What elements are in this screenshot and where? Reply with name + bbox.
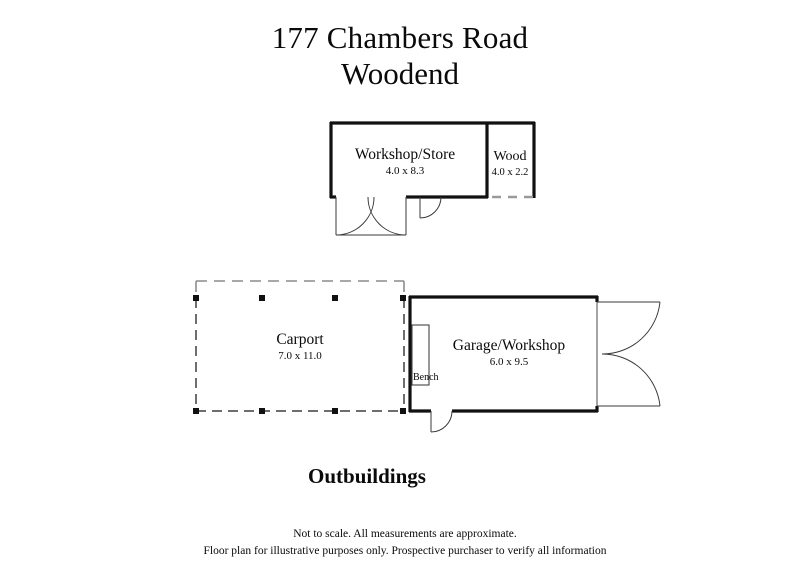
carport-post-top-mid-right (332, 295, 338, 301)
page-title-line-1: 177 Chambers Road (272, 20, 529, 55)
carport-post-bottom-mid-left (259, 408, 265, 414)
carport-post-bottom-left (193, 408, 199, 414)
fixture-label-bench: Bench (413, 372, 439, 383)
building-garage-workshop: Bench Garage/Workshop 6.0 x 9.5 (408, 295, 661, 433)
carport-post-bottom-mid-right (332, 408, 338, 414)
room-dims-workshop-store: 4.0 x 8.3 (386, 165, 425, 177)
fixture-bench (411, 324, 430, 386)
workshop-store-floor (331, 124, 487, 196)
carport-post-top-mid-left (259, 295, 265, 301)
footer-disclaimer-line-1: Not to scale. All measurements are appro… (293, 528, 517, 540)
footer-disclaimer-line-2: Floor plan for illustrative purposes onl… (204, 545, 607, 557)
wood-store-floor (487, 124, 534, 196)
garage-bottom-door-arc (430, 410, 453, 433)
workshop-double-door-arc-left (335, 196, 375, 236)
workshop-double-door-arc-right (367, 196, 407, 236)
room-label-wood: Wood (493, 149, 526, 164)
workshop-single-door-arc (419, 196, 442, 219)
room-label-workshop-store: Workshop/Store (355, 146, 455, 163)
room-dims-wood: 4.0 x 2.2 (492, 167, 529, 178)
garage-workshop-floor (410, 298, 596, 411)
room-label-garage-workshop: Garage/Workshop (453, 337, 566, 354)
carport-post-top-left (193, 295, 199, 301)
carport-post-bottom-right (400, 408, 406, 414)
carport-post-top-right (400, 295, 406, 301)
room-dims-carport: 7.0 x 11.0 (278, 350, 322, 362)
section-heading-outbuildings: Outbuildings (308, 464, 426, 488)
page-title-line-2: Woodend (341, 56, 460, 91)
structure-carport: Carport 7.0 x 11.0 (193, 280, 406, 414)
garage-right-door-arc-top (601, 301, 661, 355)
garage-right-door-arc-bottom (601, 353, 661, 407)
room-label-carport: Carport (276, 331, 324, 348)
building-workshop-store: Workshop/Store 4.0 x 8.3 Wood 4.0 x 2.2 (329, 121, 536, 236)
room-dims-garage-workshop: 6.0 x 9.5 (490, 356, 529, 368)
